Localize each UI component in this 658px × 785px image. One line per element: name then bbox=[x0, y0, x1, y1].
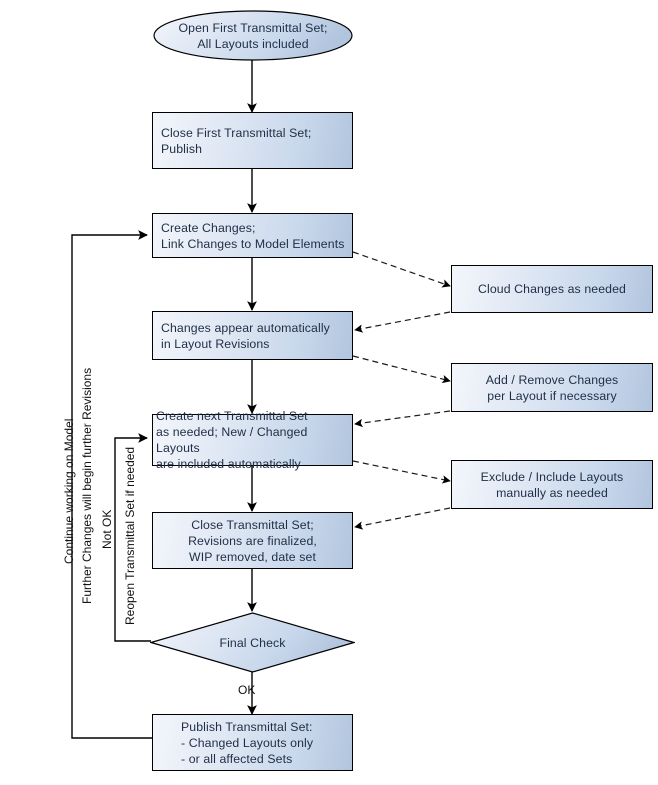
node-cloud-changes[interactable]: Cloud Changes as needed bbox=[451, 265, 653, 313]
node-label: Publish Transmittal Set: - Changed Layou… bbox=[181, 719, 314, 766]
ellipse-shape bbox=[153, 10, 353, 61]
node-label: Open First Transmittal Set; All Layouts … bbox=[178, 20, 328, 51]
node-close-transmittal-set[interactable]: Close Transmittal Set; Revisions are fin… bbox=[152, 512, 353, 569]
edge-label-further-changes: Further Changes will begin further Revis… bbox=[80, 367, 94, 604]
node-label: Close First Transmittal Set; Publish bbox=[161, 125, 312, 156]
diamond-shape bbox=[150, 612, 355, 673]
node-label: Add / Remove Changes per Layout if neces… bbox=[485, 372, 619, 403]
edge-appear-to-addremove bbox=[352, 355, 451, 384]
node-publish-transmittal-set[interactable]: Publish Transmittal Set: - Changed Layou… bbox=[152, 714, 353, 771]
node-label: Create next Transmittal Set as needed; N… bbox=[156, 409, 308, 471]
node-label: Cloud Changes as needed bbox=[478, 282, 626, 296]
node-create-changes[interactable]: Create Changes; Link Changes to Model El… bbox=[152, 213, 353, 258]
node-label: Close Transmittal Set; Revisions are fin… bbox=[188, 517, 317, 564]
edge-exclude-to-close bbox=[354, 507, 451, 530]
node-open-first-transmittal-set[interactable]: Open First Transmittal Set; All Layouts … bbox=[153, 10, 353, 61]
node-label: Create Changes; Link Changes to Model El… bbox=[161, 220, 345, 251]
edge-label-reopen-set: Reopen Transmittal Set if needed bbox=[123, 446, 137, 625]
node-create-next-transmittal-set[interactable]: Create next Transmittal Set as needed; N… bbox=[152, 409, 353, 471]
edge-next-to-exclude bbox=[352, 460, 451, 484]
node-changes-appear[interactable]: Changes appear automatically in Layout R… bbox=[152, 311, 353, 360]
node-label: Changes appear automatically in Layout R… bbox=[161, 320, 330, 351]
node-close-first-transmittal-set[interactable]: Close First Transmittal Set; Publish bbox=[152, 112, 353, 169]
edge-create-to-cloud bbox=[352, 251, 451, 288]
edge-label-not-ok: Not OK bbox=[100, 509, 114, 549]
node-label: Exclude / Include Layouts manually as ne… bbox=[480, 469, 624, 500]
node-label: Final Check bbox=[219, 635, 286, 650]
edge-label-continue-working: Continue working on Model bbox=[62, 418, 76, 564]
node-exclude-include-layouts[interactable]: Exclude / Include Layouts manually as ne… bbox=[451, 460, 653, 509]
edge-cloud-to-appear bbox=[354, 311, 451, 333]
node-final-check[interactable]: Final Check bbox=[150, 612, 355, 673]
edge-addremove-to-next bbox=[354, 410, 451, 428]
edge-label-ok: OK bbox=[238, 683, 256, 697]
node-add-remove-changes[interactable]: Add / Remove Changes per Layout if neces… bbox=[451, 363, 653, 412]
